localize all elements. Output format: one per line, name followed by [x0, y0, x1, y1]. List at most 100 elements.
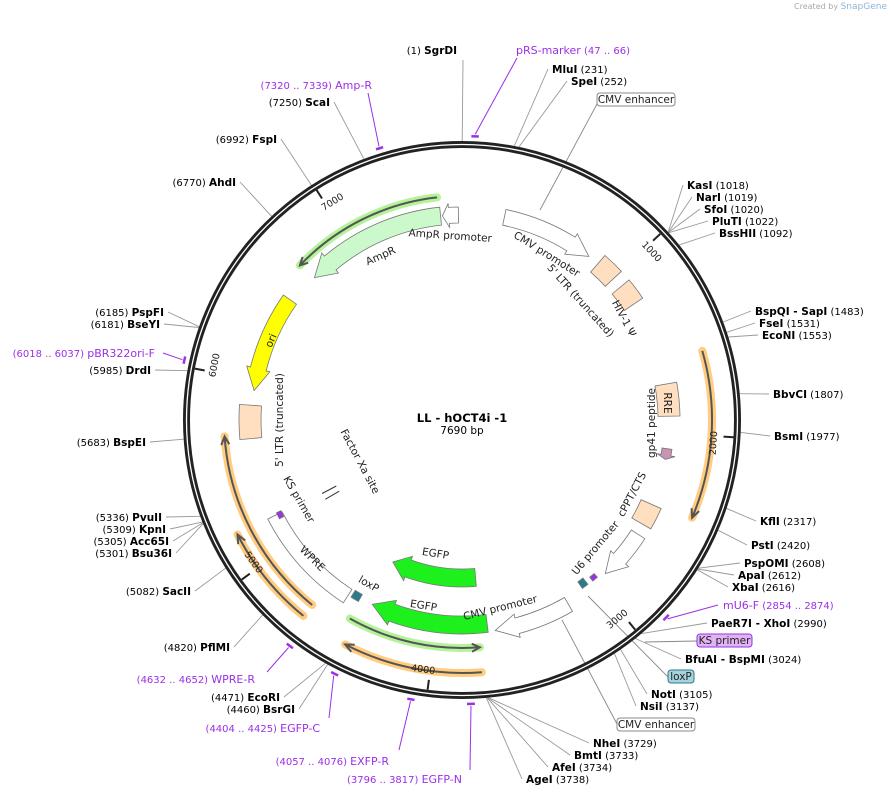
site-label-nhei[interactable]: NheI (3729) [593, 738, 657, 750]
site-label-spei[interactable]: SpeI (252) [571, 76, 627, 88]
primer-label-amp-r[interactable]: (7320 .. 7339) Amp-R [261, 79, 373, 92]
site-label-kasi[interactable]: KasI (1018) [687, 180, 749, 192]
site-label-sgrdi[interactable]: (1) SgrDI [407, 45, 457, 57]
orf-line[interactable] [691, 350, 713, 519]
feature-loxp-arrow[interactable] [350, 589, 363, 603]
orf-line[interactable] [223, 436, 313, 606]
primer-range: (4404 .. 4425) [206, 724, 278, 735]
feature-label-ks-primer: KS primer [280, 474, 317, 525]
feature-cmv-promoter-arrow[interactable] [494, 596, 574, 638]
site-label-sacii[interactable]: (5082) SacII [126, 586, 191, 598]
callout-box-cmv-enhancer[interactable] [596, 92, 676, 107]
feature-label-ori: ori [263, 332, 280, 349]
site-label-bsrgi[interactable]: (4460) BsrGI [227, 704, 295, 716]
primer-label-exfp-r[interactable]: (4057 .. 4076) EXFP-R [276, 755, 390, 768]
orf-arcs [220, 193, 716, 677]
primer-mark[interactable] [407, 697, 415, 702]
site-label-bbvci[interactable]: BbvCI (1807) [773, 389, 844, 401]
site-position: (4471) [211, 693, 244, 704]
callout-box-ks-primer[interactable] [696, 633, 753, 648]
site-label-nsii[interactable]: NsiI (3137) [640, 701, 699, 713]
feature-wpre-arrow[interactable] [267, 511, 353, 604]
primer-label-egfp-n[interactable]: (3796 .. 3817) EGFP-N [347, 773, 462, 786]
primer-mark[interactable] [286, 642, 294, 650]
site-name: SgrDI [424, 45, 457, 57]
feature-ks-primer-arrow[interactable] [589, 572, 598, 582]
site-label-noti[interactable]: NotI (3105) [651, 689, 712, 701]
site-label-kfli[interactable]: KflI (2317) [760, 516, 816, 528]
site-label-pflmi[interactable]: (4820) PflMI [164, 642, 230, 654]
primer-label-mu6-f[interactable]: mU6-F (2854 .. 2874) [723, 599, 834, 612]
site-label-pvuii[interactable]: (5336) PvuII [96, 512, 162, 524]
site-label-paer7i-xhoi[interactable]: PaeR7I - XhoI (2990) [711, 618, 827, 630]
feature-ori-arrow[interactable] [246, 294, 298, 392]
site-position: (1977) [806, 432, 839, 443]
feature-ampr-promoter-arrow[interactable] [441, 203, 460, 229]
site-label-econi[interactable]: EcoNI (1553) [762, 330, 832, 342]
site-label-agei[interactable]: AgeI (3738) [526, 774, 589, 786]
site-leader-line [620, 649, 648, 695]
feature-cmv-promoter-arrow[interactable] [502, 209, 590, 257]
factor-xa-site-mark [325, 490, 340, 500]
primer-mark[interactable] [330, 670, 339, 677]
primer-label-wpre-r[interactable]: (4632 .. 4652) WPRE-R [137, 673, 256, 686]
feature-hiv-1-arrow[interactable] [611, 279, 644, 311]
feature-gp41-peptide-arrow[interactable] [656, 447, 676, 460]
site-label-mlui[interactable]: MluI (231) [552, 64, 608, 76]
site-label-psti[interactable]: PstI (2420) [751, 540, 810, 552]
feature-ks-primer-arrow[interactable] [275, 510, 285, 520]
feature-ampr-arrow[interactable] [313, 206, 442, 279]
feature-loxp-arrow[interactable] [577, 577, 589, 589]
site-label-pspfi[interactable]: (6185) PspFI [95, 307, 164, 319]
primer-label-pbr322ori-f[interactable]: (6018 .. 6037) pBR322ori-F [13, 347, 155, 360]
feature-egfp-arrow[interactable] [392, 555, 477, 588]
site-label-fsei[interactable]: FseI (1531) [759, 318, 820, 330]
tick-label: 2000 [708, 431, 721, 456]
feature-5-ltr-truncated-arrow[interactable] [590, 254, 622, 287]
primer-mark[interactable] [375, 145, 384, 151]
orf-arrowhead [690, 508, 700, 520]
feature-5-ltr-truncated-arrow[interactable] [238, 403, 263, 441]
site-label-bsshii[interactable]: BssHII (1092) [719, 228, 793, 240]
primer-label-prs-marker[interactable]: pRS-marker (47 .. 66) [516, 44, 630, 57]
site-label-bsu36i[interactable]: (5301) Bsu36I [95, 548, 172, 560]
site-name: DrdI [126, 365, 151, 377]
orf-line[interactable] [344, 643, 482, 674]
site-label-ahdi[interactable]: (6770) AhdI [173, 177, 236, 189]
site-label-kpni[interactable]: (5309) KpnI [103, 524, 167, 536]
site-label-drdi[interactable]: (5985) DrdI [89, 365, 151, 377]
orf-line[interactable] [299, 196, 438, 267]
site-label-bseyi[interactable]: (6181) BseYI [91, 319, 160, 331]
orf-arrowhead [342, 643, 355, 653]
callout-box-loxp[interactable] [667, 669, 695, 684]
site-label-bfuai-bspmi[interactable]: BfuAI - BspMI (3024) [685, 654, 801, 666]
feature-cppt-cts-arrow[interactable] [631, 499, 662, 530]
orf-line[interactable] [236, 534, 305, 617]
primer-label-egfp-c[interactable]: (4404 .. 4425) EGFP-C [206, 722, 321, 735]
feature-u6-promoter-arrow[interactable] [604, 529, 646, 575]
primer-mark[interactable] [662, 613, 670, 622]
site-label-sfoi[interactable]: SfoI (1020) [704, 204, 764, 216]
site-label-bmti[interactable]: BmtI (3733) [574, 750, 638, 762]
feature-rre-arrow[interactable] [654, 381, 681, 417]
site-label-ecori[interactable]: (4471) EcoRI [211, 692, 280, 704]
feature-label-ampr: AmpR [364, 244, 398, 268]
site-label-bsmi[interactable]: BsmI (1977) [774, 431, 840, 443]
site-label-scai[interactable]: (7250) ScaI [269, 97, 330, 109]
site-label-nari[interactable]: NarI (1019) [696, 192, 758, 204]
primer-mark[interactable] [182, 356, 187, 364]
orf-line[interactable] [349, 617, 480, 649]
site-label-pspomi[interactable]: PspOMI (2608) [744, 558, 825, 570]
site-label-bspqi-sapi[interactable]: BspQI - SapI (1483) [755, 306, 864, 318]
site-position: (1) [407, 46, 421, 57]
callout-box-cmv-enhancer[interactable] [616, 717, 696, 732]
feature-egfp-arrow[interactable] [371, 599, 489, 635]
site-label-bspei[interactable]: (5683) BspEI [77, 437, 146, 449]
site-label-apai[interactable]: ApaI (2612) [738, 570, 801, 582]
site-position: (6992) [216, 135, 249, 146]
site-label-pluti[interactable]: PluTI (1022) [712, 216, 778, 228]
site-label-afei[interactable]: AfeI (3734) [552, 762, 612, 774]
site-label-fspi[interactable]: (6992) FspI [216, 134, 277, 146]
site-label-xbai[interactable]: XbaI (2616) [732, 582, 795, 594]
site-label-acc65i[interactable]: (5305) Acc65I [93, 536, 169, 548]
